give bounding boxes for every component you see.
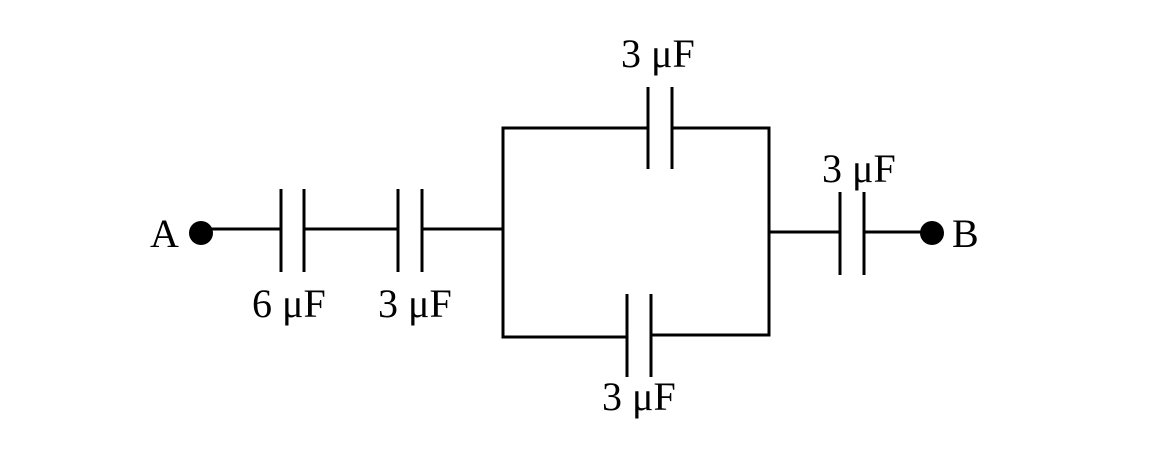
capacitor-c1-label: 6 μF bbox=[252, 281, 326, 326]
capacitor-c5 bbox=[838, 192, 866, 275]
capacitor-c1 bbox=[279, 189, 306, 272]
terminal-b-label: B bbox=[952, 211, 979, 256]
capacitor-c4-label: 3 μF bbox=[602, 374, 676, 419]
terminal-a-node bbox=[189, 221, 213, 245]
terminal-a-label: A bbox=[150, 211, 179, 256]
capacitor-c5-label: 3 μF bbox=[822, 146, 896, 191]
terminal-b-node bbox=[920, 221, 944, 245]
capacitor-c3-top bbox=[646, 87, 674, 169]
capacitor-c4-bottom bbox=[625, 294, 653, 377]
capacitor-c2-label: 3 μF bbox=[378, 281, 452, 326]
wire-parallel-left bbox=[501, 126, 648, 339]
capacitor-c3-label: 3 μF bbox=[621, 31, 695, 76]
wire-parallel-right bbox=[651, 126, 771, 337]
capacitor-c2 bbox=[396, 189, 424, 272]
